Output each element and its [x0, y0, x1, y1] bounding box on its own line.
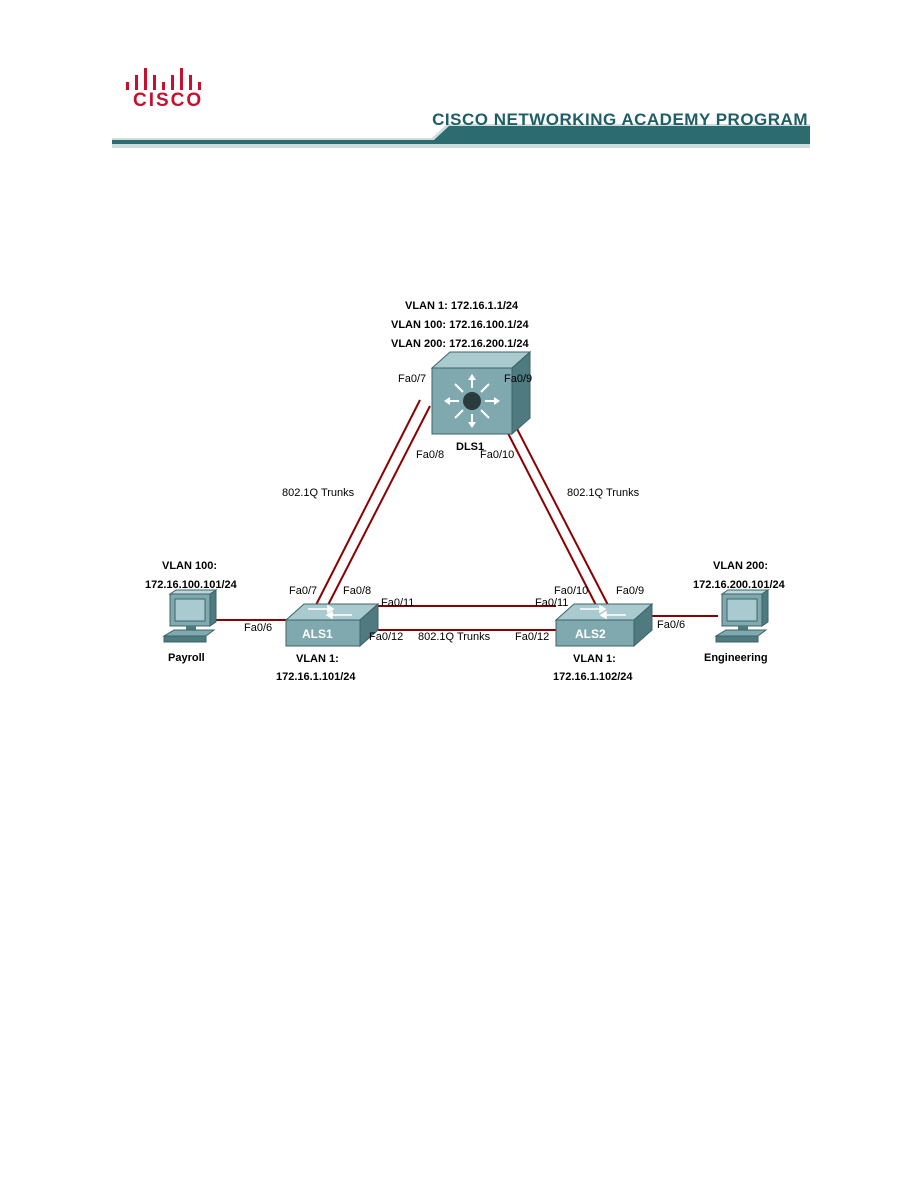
- multilayer-switch-icon: [444, 374, 500, 428]
- workgroup-switch-icon: [580, 604, 626, 620]
- link-dls1-fa010-als2-fa010: [491, 401, 599, 610]
- dls1-port-fa010: Fa0/10: [480, 449, 514, 461]
- trunk-label-right: 802.1Q Trunks: [567, 487, 640, 499]
- cisco-logo-text: CISCO: [133, 90, 204, 111]
- als2-ip: 172.16.1.102/24: [553, 671, 633, 683]
- program-title: CISCO NETWORKING ACADEMY PROGRAM: [432, 110, 808, 129]
- pc-icon: [162, 589, 218, 643]
- als2-port-fa010: Fa0/10: [554, 585, 588, 597]
- link-dls1-fa09-als2-fa09: [499, 395, 609, 606]
- engineering-ip: 172.16.200.101/24: [693, 579, 786, 591]
- workgroup-switch-icon: [308, 604, 352, 620]
- dls1-port-fa08: Fa0/8: [416, 449, 444, 461]
- dls1-name: DLS1: [456, 441, 484, 453]
- payroll-vlan-label: VLAN 100:: [162, 560, 217, 572]
- als1-vlan-label: VLAN 1:: [296, 653, 339, 665]
- link-dls1-fa07-als1-fa07: [315, 399, 421, 606]
- als1-port-fa08: Fa0/8: [343, 585, 371, 597]
- als2-name: ALS2: [575, 627, 606, 641]
- pc-icon: [714, 589, 770, 643]
- header-band: [112, 124, 810, 148]
- dls1-vlan1: VLAN 1: 172.16.1.1/24: [405, 300, 519, 312]
- link-dls1-fa08-als1-fa08: [325, 405, 431, 610]
- als1-port-fa07: Fa0/7: [289, 585, 317, 597]
- als2-vlan-label: VLAN 1:: [573, 653, 616, 665]
- als1-port-fa011: Fa0/11: [381, 597, 414, 609]
- payroll-pc[interactable]: [162, 589, 218, 643]
- trunk-label-left: 802.1Q Trunks: [282, 487, 355, 499]
- dls1-switch[interactable]: [430, 350, 532, 436]
- links: [212, 395, 718, 631]
- als1-port-fa06: Fa0/6: [244, 622, 272, 634]
- als2-port-fa06: Fa0/6: [657, 619, 685, 631]
- als2-port-fa09: Fa0/9: [616, 585, 644, 597]
- als1-name: ALS1: [302, 627, 333, 641]
- cisco-logo-icon: [126, 68, 201, 90]
- dls1-vlan100: VLAN 100: 172.16.100.1/24: [391, 319, 529, 331]
- als2-port-fa011: Fa0/11: [535, 597, 568, 609]
- payroll-ip: 172.16.100.101/24: [145, 579, 238, 591]
- engineering-vlan-label: VLAN 200:: [713, 560, 768, 572]
- dls1-port-fa09: Fa0/9: [504, 373, 532, 385]
- dls1-port-fa07: Fa0/7: [398, 373, 426, 385]
- als1-port-fa012: Fa0/12: [369, 631, 403, 643]
- als2-port-fa012: Fa0/12: [515, 631, 549, 643]
- engineering-name: Engineering: [704, 652, 768, 664]
- als1-ip: 172.16.1.101/24: [276, 671, 356, 683]
- dls1-vlan200: VLAN 200: 172.16.200.1/24: [391, 338, 529, 350]
- engineering-pc[interactable]: [714, 589, 770, 643]
- als2-switch[interactable]: [554, 602, 654, 648]
- trunk-label-bottom: 802.1Q Trunks: [418, 631, 491, 643]
- payroll-name: Payroll: [168, 652, 205, 664]
- als1-switch[interactable]: [284, 602, 380, 648]
